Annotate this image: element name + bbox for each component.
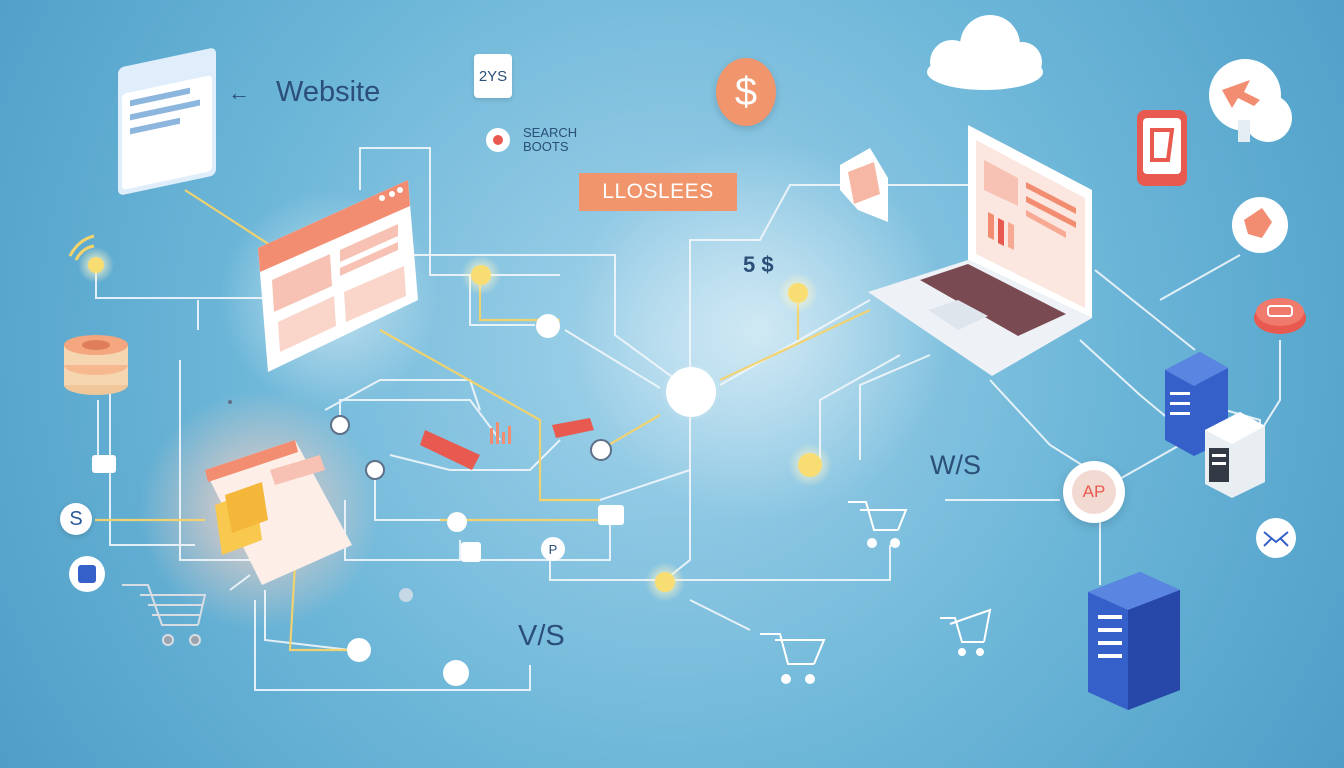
- s-coin-icon: S: [60, 503, 92, 535]
- app-tile-icon: [1137, 110, 1187, 186]
- wire: [1079, 339, 1171, 421]
- center-glow: [570, 140, 950, 520]
- wire: [179, 360, 260, 561]
- price-label: 5 $: [743, 252, 774, 277]
- tag-icon: [420, 418, 594, 470]
- wire: [1159, 254, 1241, 301]
- shopping-cart-icon: [122, 584, 207, 646]
- shopping-cart-icon: [848, 501, 908, 548]
- small-nodes: [69, 128, 624, 686]
- wire: [859, 354, 931, 460]
- wire: [564, 329, 661, 389]
- wire: [719, 299, 871, 386]
- search-line-2: BOOTS: [523, 139, 569, 154]
- wire: [264, 590, 351, 651]
- wire: [339, 399, 501, 441]
- laptop-icon: [868, 125, 1092, 376]
- shopping-cart-icon: [760, 633, 826, 684]
- database-stack-icon: [64, 335, 128, 395]
- data-wire: [379, 329, 600, 502]
- browser-window-icon: [258, 180, 418, 372]
- wire: [549, 545, 891, 581]
- document-icon: 2YS: [474, 54, 512, 98]
- mail-icon: [1256, 518, 1296, 558]
- wire: [389, 439, 561, 471]
- vs-label-bottom: V/S: [518, 620, 565, 652]
- data-wire: [719, 309, 871, 381]
- back-arrow-icon: ←: [228, 80, 250, 105]
- wire: [989, 379, 1091, 471]
- dollar-coin-icon: $: [716, 58, 776, 126]
- website-window-icon: [118, 48, 216, 195]
- wire: [689, 599, 751, 631]
- wire: [689, 184, 845, 390]
- search-line-1: SEARCH: [523, 125, 578, 140]
- wire: [344, 500, 461, 561]
- white-nodes: [228, 362, 721, 602]
- wire: [470, 525, 611, 561]
- ap-node: AP: [1063, 461, 1125, 523]
- yellow-nodes: [78, 247, 832, 602]
- wifi-icon: [68, 234, 95, 261]
- wire: [324, 379, 481, 411]
- ap-node-label: AP: [1072, 470, 1116, 514]
- server-tower-icon: [1088, 572, 1180, 710]
- cloud-icon: [927, 15, 1043, 90]
- upload-cloud-icon: [1209, 59, 1292, 142]
- wire: [254, 600, 531, 691]
- bar-chart-icon: [490, 422, 511, 444]
- p-coin-icon: P: [541, 537, 565, 561]
- wire: [229, 574, 251, 591]
- wire: [410, 254, 691, 391]
- website-label: Website: [276, 76, 381, 108]
- shopping-cart-icon: [940, 608, 992, 656]
- server-icon: [1165, 352, 1265, 498]
- shopping-page-icon: [205, 440, 352, 585]
- banner-badge: LLOSLEES: [579, 173, 737, 211]
- tag-icon: [1232, 197, 1288, 253]
- data-wire: [184, 189, 271, 246]
- wire: [819, 354, 901, 465]
- search-boots-label: SEARCH BOOTS: [523, 126, 577, 154]
- wire: [109, 390, 195, 546]
- package-icon: [840, 148, 888, 222]
- wire: [1094, 269, 1196, 351]
- wire: [374, 470, 460, 521]
- coin-stack-icon: [1254, 298, 1306, 334]
- vs-label-right: W/S: [930, 450, 981, 480]
